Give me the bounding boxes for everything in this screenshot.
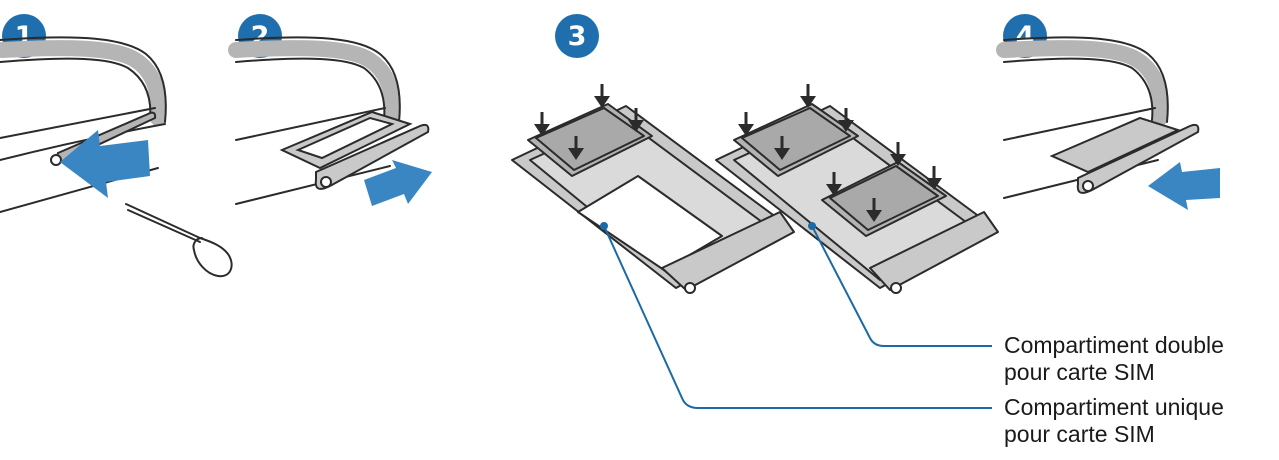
insert-pin-arrow xyxy=(60,130,150,198)
step-3-number: 3 xyxy=(567,20,587,52)
push-tray-arrow xyxy=(1148,162,1220,210)
single-tray-label-line2: pour carte SIM xyxy=(1004,421,1155,447)
single-tray-leader xyxy=(603,225,992,409)
pull-tray-arrow xyxy=(364,160,432,206)
dual-sim-tray xyxy=(715,103,999,294)
step-4-illustration xyxy=(996,36,1200,199)
dual-tray-label: Compartiment double pour carte SIM xyxy=(1004,332,1224,386)
step-3-badge: 3 xyxy=(555,14,599,58)
dual-tray-label-line2: pour carte SIM xyxy=(1004,359,1155,385)
single-tray-label-line1: Compartiment unique xyxy=(1004,394,1224,420)
dual-tray-leader xyxy=(811,225,992,347)
step-2-illustration xyxy=(228,36,430,205)
leader-lines xyxy=(600,222,992,409)
single-tray-label: Compartiment unique pour carte SIM xyxy=(1004,394,1224,448)
dual-tray-label-line1: Compartiment double xyxy=(1004,332,1224,358)
ejection-pin-icon xyxy=(125,203,233,278)
